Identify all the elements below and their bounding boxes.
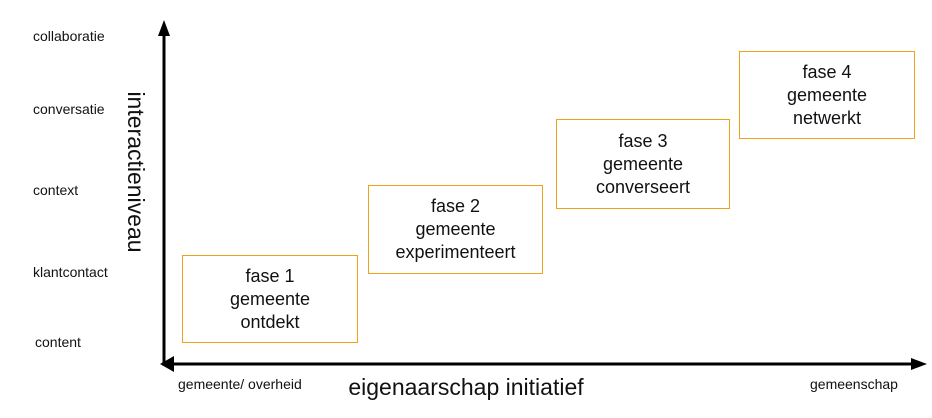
y-axis-arrowhead [158, 20, 170, 36]
phase-4-action: netwerkt [792, 107, 862, 128]
x-axis-end-label: gemeenschap [810, 376, 898, 392]
phase-4-box: fase 4 gemeente netwerkt [739, 51, 915, 139]
phase-1-name: fase 1 [245, 265, 295, 286]
origin-arrowhead [160, 356, 174, 372]
x-axis-start-label: gemeente/ overheid [178, 376, 302, 392]
phase-3-box: fase 3 gemeente converseert [556, 119, 730, 209]
y-axis-title: interactieniveau [123, 91, 149, 253]
y-level-collaboratie: collaboratie [33, 28, 105, 44]
phase-1-box: fase 1 gemeente ontdekt [182, 255, 358, 343]
phase-2-name: fase 2 [430, 196, 481, 216]
phase-1-action: ontdekt [240, 311, 300, 332]
phase-3-subject: gemeente [602, 153, 684, 174]
x-axis-arrowhead [911, 358, 927, 370]
phase-1-subject: gemeente [229, 288, 311, 309]
phase-4-subject: gemeente [786, 84, 868, 105]
phase-2-action: experimenteert [395, 242, 516, 262]
y-level-klantcontact: klantcontact [33, 264, 108, 280]
y-level-context: context [33, 182, 79, 198]
y-level-conversatie: conversatie [33, 101, 105, 117]
phase-4-name: fase 4 [802, 61, 852, 82]
phase-3-name: fase 3 [618, 130, 668, 151]
x-axis-title: eigenaarschap initiatief [348, 374, 584, 400]
y-level-content: content [35, 334, 81, 350]
phase-2-box: fase 2 gemeente experimenteert [368, 185, 543, 274]
phase-2-subject: gemeente [415, 219, 496, 239]
phase-3-action: converseert [595, 176, 691, 197]
